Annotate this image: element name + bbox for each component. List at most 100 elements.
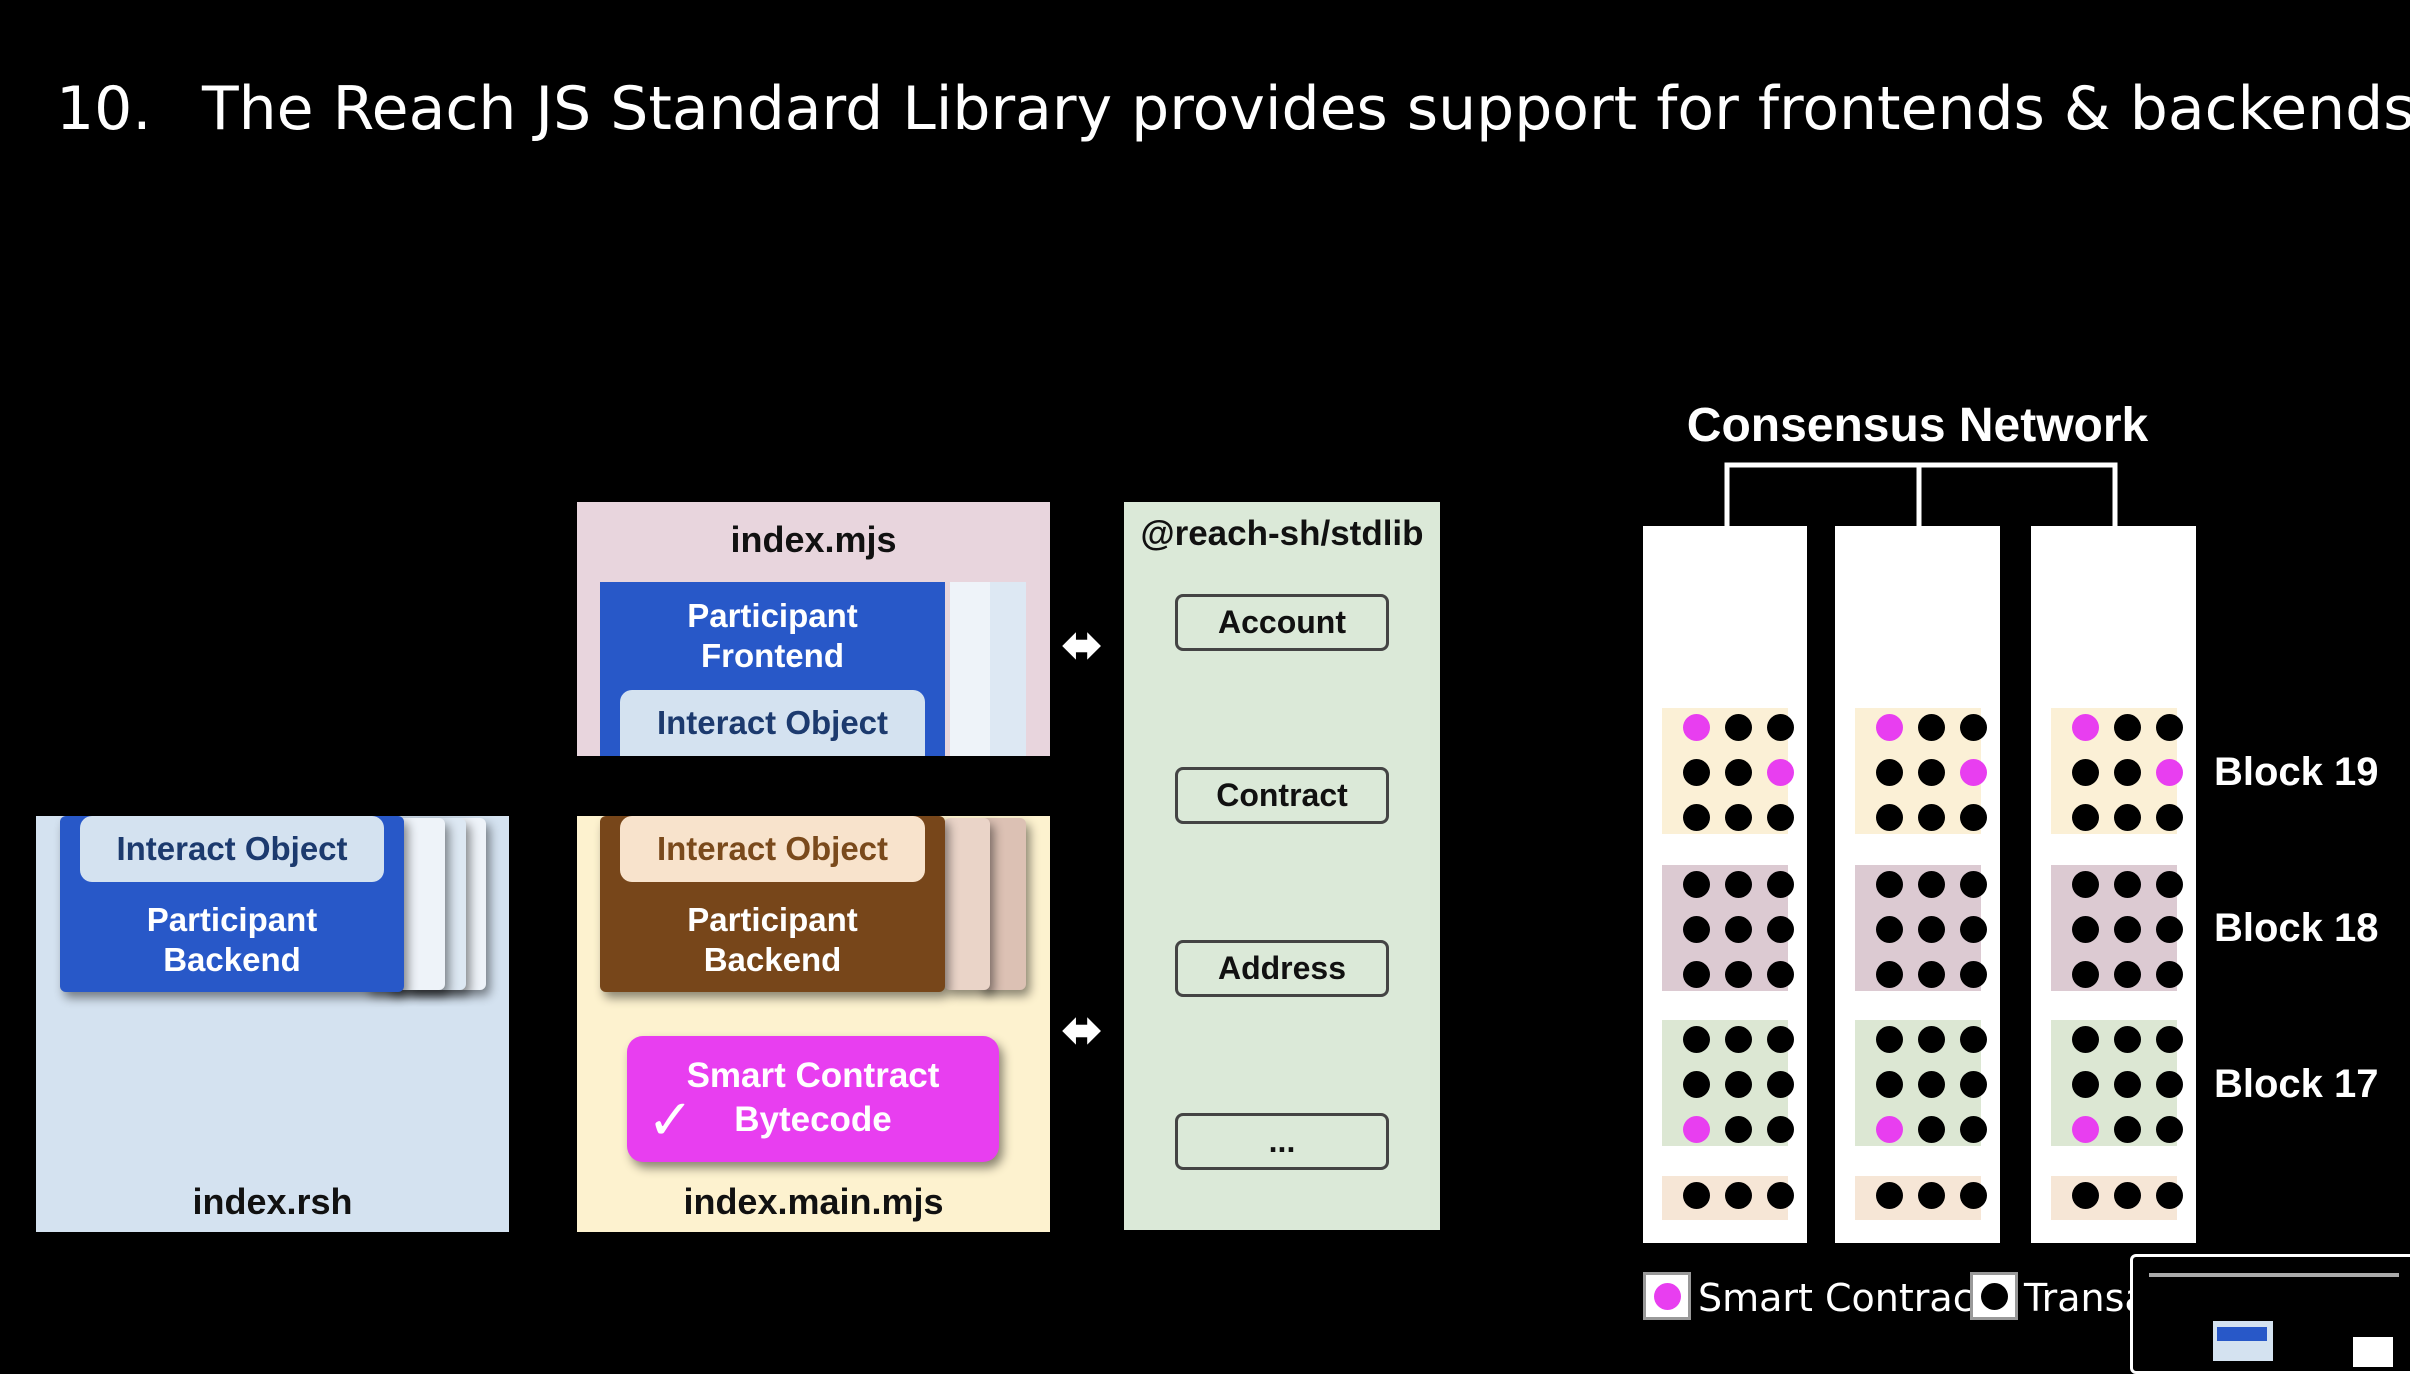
block-2-node-3 (2051, 865, 2183, 991)
transaction-dot (1918, 961, 1945, 988)
participant-label-line2: Backend (703, 941, 842, 978)
index-rsh-label: index.rsh (192, 1181, 353, 1222)
transaction-dot (2156, 804, 2183, 831)
transaction-dot (2114, 759, 2141, 786)
transaction-dot (2114, 1026, 2141, 1053)
block-label-19: Block 19 (2214, 750, 2379, 794)
transaction-dot (2114, 804, 2141, 831)
transaction-dot (2114, 916, 2141, 943)
transaction-dot (2072, 961, 2099, 988)
transaction-dot (1683, 1071, 1710, 1098)
transaction-dot (2156, 1026, 2183, 1053)
participant-backend2-card: Interact Object Participant Backend (600, 816, 945, 992)
transaction-dot (2156, 1071, 2183, 1098)
smart-contract-dot (1683, 1116, 1710, 1143)
transaction-dot (1683, 1026, 1710, 1053)
thumbnail-card-inner (2217, 1327, 2267, 1341)
transaction-dot (1725, 1182, 1752, 1209)
transaction-dot (1918, 871, 1945, 898)
check-icon: ✓ (647, 1088, 694, 1153)
transaction-dot (1725, 804, 1752, 831)
transaction-dot (2114, 1116, 2141, 1143)
smart-contract-dot (1876, 714, 1903, 741)
transaction-dot (1725, 1026, 1752, 1053)
bidirectional-arrow-icon: ⬌ (1062, 619, 1103, 672)
transaction-dot (1918, 1026, 1945, 1053)
transaction-dot (2072, 759, 2099, 786)
smart-contract-label: Smart Contract Bytecode (627, 1054, 999, 1142)
smart-contract-dot (1767, 759, 1794, 786)
frontend-card-stack-2 (986, 582, 1026, 756)
transaction-dot (1725, 714, 1752, 741)
block-label-18: Block 18 (2214, 906, 2379, 950)
network-connector-lines (1724, 462, 2118, 528)
transaction-dot (1725, 1071, 1752, 1098)
contract-label-line1: Smart Contract (686, 1056, 940, 1095)
transaction-dot (1767, 961, 1794, 988)
stdlib-title: @reach-sh/stdlib (1140, 514, 1424, 553)
block-4-node-1 (1662, 1176, 1794, 1220)
smart-contract-dot (1683, 714, 1710, 741)
block-1-node-3 (2051, 708, 2183, 834)
index-main-mjs-label: index.main.mjs (683, 1181, 944, 1222)
transaction-dot (1960, 1116, 1987, 1143)
transaction-dot (1960, 1182, 1987, 1209)
smart-contract-dot-icon (1653, 1282, 1681, 1310)
thumbnail-network (2353, 1337, 2393, 1367)
transaction-dot (1960, 871, 1987, 898)
transaction-dot (1876, 1071, 1903, 1098)
transaction-dot (1767, 714, 1794, 741)
transaction-dot (2072, 916, 2099, 943)
block-4-node-3 (2051, 1176, 2183, 1220)
transaction-dot (1876, 961, 1903, 988)
legend-transaction-swatch (1970, 1272, 2018, 1320)
network-title: Consensus Network (1686, 399, 2149, 452)
stdlib-item-account: Account (1175, 594, 1389, 651)
transaction-dot (1725, 961, 1752, 988)
transaction-dot (2114, 1182, 2141, 1209)
slide-title-text: The Reach JS Standard Library provides s… (202, 74, 2410, 144)
legend-transaction-label: Transa (2024, 1276, 2148, 1320)
stdlib-item-address: Address (1175, 940, 1389, 997)
transaction-dot (1918, 804, 1945, 831)
transaction-dot (1683, 961, 1710, 988)
transaction-dot (1960, 1071, 1987, 1098)
participant-label-line1: Participant (687, 597, 858, 634)
transaction-dot (2156, 871, 2183, 898)
transaction-dot (1683, 1182, 1710, 1209)
transaction-dot (1767, 1071, 1794, 1098)
stdlib-item-more: ... (1175, 1113, 1389, 1170)
transaction-dot (1876, 916, 1903, 943)
transaction-dot (1767, 1182, 1794, 1209)
transaction-dot (1876, 1026, 1903, 1053)
block-1-node-1 (1662, 708, 1794, 834)
transaction-dot (1960, 961, 1987, 988)
transaction-dot (1918, 1116, 1945, 1143)
transaction-dot (1918, 1182, 1945, 1209)
frontend-card-stack-1 (950, 582, 990, 756)
stdlib-item-contract: Contract (1175, 767, 1389, 824)
interact-object-pill: Interact Object (620, 690, 925, 756)
bidirectional-arrow-icon: ⬌ (1062, 1004, 1103, 1057)
participant-label-line2: Frontend (701, 637, 844, 674)
participant-frontend-label: Participant Frontend (600, 596, 945, 676)
transaction-dot (1725, 871, 1752, 898)
transaction-dot (1918, 916, 1945, 943)
transaction-dot (1767, 804, 1794, 831)
transaction-dot (2114, 871, 2141, 898)
next-slide-thumbnail (2130, 1254, 2410, 1374)
block-1-node-2 (1855, 708, 1987, 834)
transaction-dot (1960, 916, 1987, 943)
transaction-dot (2072, 1026, 2099, 1053)
block-3-node-3 (2051, 1020, 2183, 1146)
transaction-dot (2072, 804, 2099, 831)
participant-label-line2: Backend (163, 941, 301, 978)
transaction-dot (2156, 714, 2183, 741)
interact-object-pill: Interact Object (80, 816, 384, 882)
smart-contract-dot (2072, 714, 2099, 741)
transaction-dot (1876, 1182, 1903, 1209)
smart-contract-dot (2156, 759, 2183, 786)
slide-number: 10. (56, 74, 152, 144)
index-mjs-label: index.mjs (730, 519, 897, 560)
transaction-dot (1918, 714, 1945, 741)
